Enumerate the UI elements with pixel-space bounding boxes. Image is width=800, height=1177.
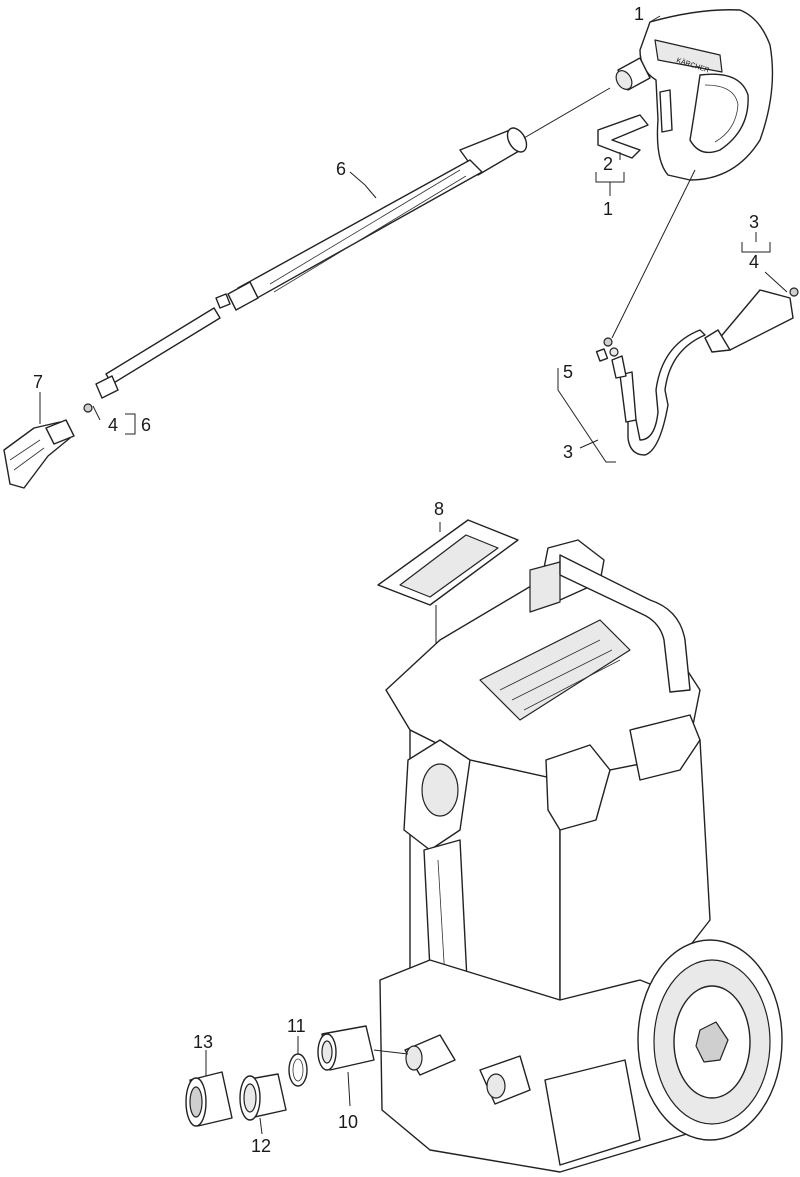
coupling[interactable]	[239, 1073, 287, 1121]
high-pressure-hose[interactable]	[609, 289, 794, 456]
label-clip-bracket: 1	[603, 199, 613, 219]
seal-ring[interactable]	[288, 1053, 308, 1087]
strainer[interactable]	[317, 1025, 375, 1071]
label-oring-nozzle: 4	[108, 415, 118, 435]
label-nozzle: 7	[33, 372, 43, 392]
label-hose-top: 3	[749, 212, 759, 232]
cap-nut[interactable]	[185, 1071, 233, 1127]
clip[interactable]	[597, 114, 649, 159]
nozzle-oring[interactable]	[83, 403, 93, 413]
pressure-washer-body	[379, 539, 783, 1173]
label-swivel: 5	[563, 362, 573, 382]
label-oring-top: 4	[749, 252, 759, 272]
spray-gun[interactable]: KÄRCHER	[613, 9, 774, 181]
label-gun: 1	[634, 4, 644, 24]
label-oring-nozzle-bracket: 6	[141, 415, 151, 435]
swivel-oring[interactable]	[603, 337, 613, 347]
nozzle[interactable]	[3, 419, 75, 489]
swivel[interactable]	[595, 348, 609, 362]
label-seal: 11	[287, 1016, 306, 1036]
label-lance: 6	[336, 159, 346, 179]
label-clip: 2	[603, 154, 613, 174]
hose-oring[interactable]	[789, 287, 799, 297]
label-hose: 3	[563, 442, 573, 462]
filter-pad[interactable]	[377, 519, 519, 606]
label-cap-nut: 13	[193, 1032, 213, 1052]
label-coupling: 12	[251, 1136, 271, 1156]
label-strainer: 10	[338, 1112, 358, 1132]
label-filter: 8	[434, 499, 444, 519]
spray-lance[interactable]	[95, 125, 530, 399]
